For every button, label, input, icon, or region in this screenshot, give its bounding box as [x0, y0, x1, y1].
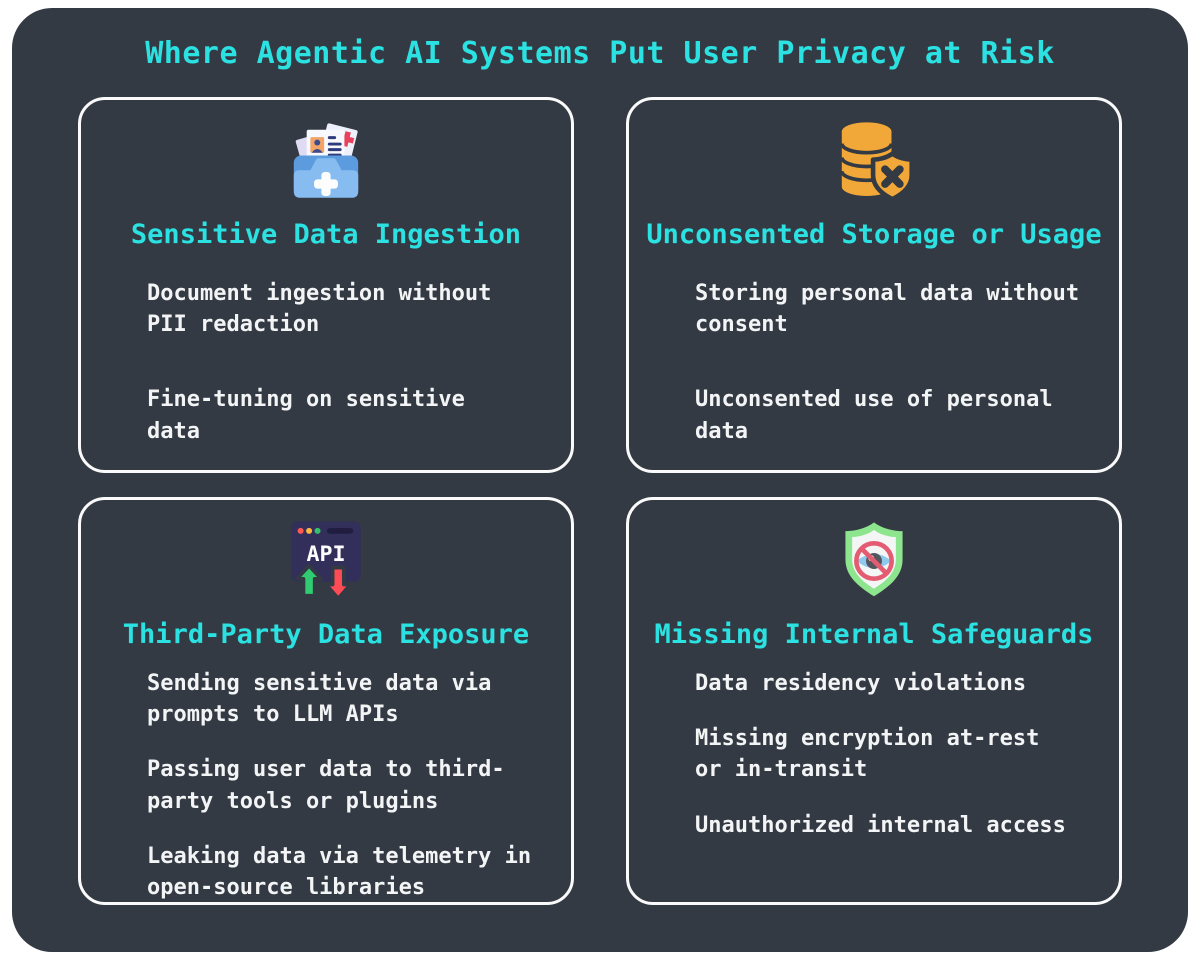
risk-item: Leaking data via telemetry in open-sourc… [147, 843, 532, 901]
risk-item: Fine-tuning on sensitive data [147, 387, 465, 444]
api-label: API [306, 542, 345, 567]
page-title: Where Agentic AI Systems Put User Privac… [145, 36, 1055, 71]
window-dot-green [314, 527, 321, 534]
risk-item: Unconsented use of personal data [695, 387, 1053, 444]
window-dot-orange [306, 527, 313, 534]
risk-item: Passing user data to third- party tools … [147, 757, 505, 814]
no-view-shield-icon [832, 515, 916, 607]
card-sensitive-data-ingestion: Sensitive Data Ingestion Document ingest… [78, 97, 574, 473]
medical-documents-folder-icon [280, 115, 372, 207]
down-arrow-icon [324, 565, 353, 601]
risk-item-list: Sending sensitive data via prompts to LL… [81, 668, 571, 903]
card-missing-internal-safeguards: Missing Internal Safeguards Data residen… [626, 497, 1122, 905]
window-dot-red [297, 527, 304, 534]
risk-item-list: Data residency violations Missing encryp… [629, 668, 1119, 841]
card-grid: Sensitive Data Ingestion Document ingest… [12, 97, 1188, 905]
medical-documents-folder-icon-svg [293, 123, 359, 198]
card-unconsented-storage-or-usage: Unconsented Storage or Usage Storing per… [626, 97, 1122, 473]
risk-item: Data residency violations [695, 671, 1027, 696]
risk-item: Sending sensitive data via prompts to LL… [147, 671, 492, 728]
risk-item-list: Document ingestion without PII redaction… [81, 278, 571, 447]
risk-item: Document ingestion without PII redaction [147, 281, 492, 338]
database-blocked-shield-icon [828, 115, 920, 207]
risk-item-list: Storing personal data without consent Un… [629, 278, 1119, 447]
up-arrow-icon [294, 563, 324, 598]
no-view-shield-icon-svg [845, 522, 903, 597]
risk-item: Unauthorized internal access [695, 812, 1066, 838]
risk-item: Storing personal data without consent [695, 281, 1080, 338]
card-title: Sensitive Data Ingestion [130, 219, 522, 250]
risk-item: Missing encryption at-rest or in-transit [695, 726, 1040, 783]
card-title: Missing Internal Safeguards [654, 619, 1094, 650]
database-blocked-shield-icon-svg [839, 122, 915, 202]
api-window-arrows-icon: API [279, 515, 373, 607]
card-title: Unconsented Storage or Usage [646, 219, 1102, 250]
card-third-party-data-exposure: API Third-Party Data Exposure Sending se… [78, 497, 574, 905]
privacy-risk-panel: Where Agentic AI Systems Put User Privac… [12, 8, 1188, 952]
api-window-arrows-icon-svg: API [291, 521, 361, 601]
card-title: Third-Party Data Exposure [122, 619, 530, 650]
